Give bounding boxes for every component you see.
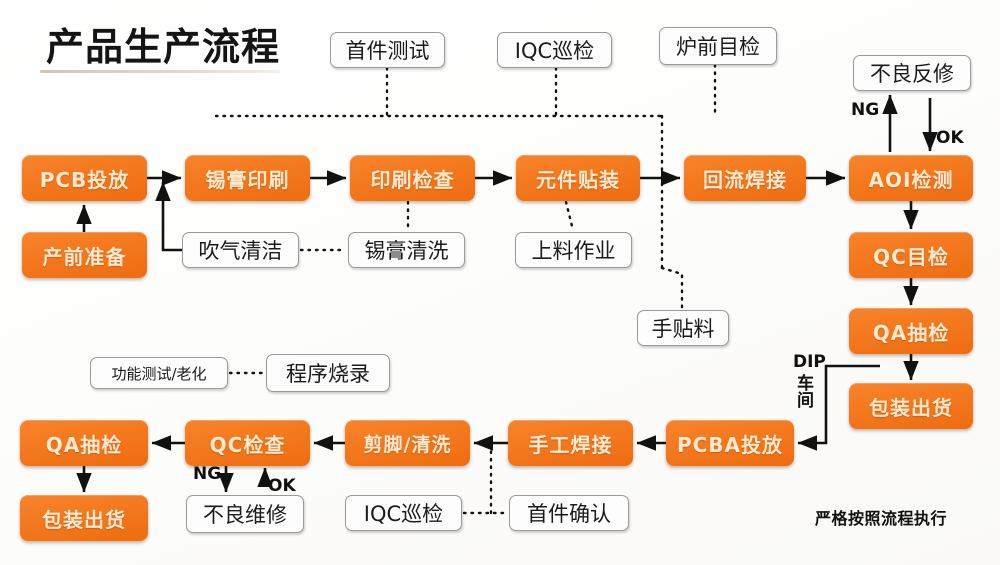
note-box-function-test-burnin[interactable]: 功能测试/老化 [90, 357, 228, 389]
note-box-iqc-patrol-top[interactable]: IQC巡检 [497, 32, 612, 68]
note-box-pre-oven-visual[interactable]: 炉前目检 [659, 27, 777, 65]
note-box-solder-paste-clean[interactable]: 锡膏清洗 [348, 232, 465, 268]
process-box-pcba-input[interactable]: PCBA投放 [666, 420, 794, 466]
process-box-solder-print[interactable]: 锡膏印刷 [185, 155, 310, 201]
page-title: 产品生产流程 [46, 25, 281, 69]
process-box-qc-check[interactable]: QC检查 [185, 420, 310, 466]
title-underline [40, 70, 280, 73]
process-box-manual-solder[interactable]: 手工焊接 [508, 420, 633, 466]
process-box-packing-shipping-dip[interactable]: 包装出货 [20, 495, 148, 541]
edge-label-dip: DIP [793, 352, 826, 372]
process-box-print-inspect[interactable]: 印刷检查 [350, 155, 475, 201]
process-box-lead-cut-clean[interactable]: 剪脚/清洗 [345, 420, 470, 466]
note-box-first-article-confirm[interactable]: 首件确认 [509, 495, 629, 531]
footnote-strict-compliance: 严格按照流程执行 [815, 509, 948, 528]
edge-label-ng-qc: NG [193, 464, 222, 484]
process-box-component-mount[interactable]: 元件贴装 [516, 155, 640, 201]
process-box-pcb-input[interactable]: PCB投放 [22, 155, 147, 201]
process-box-qa-sampling-dip[interactable]: QA抽检 [20, 420, 148, 466]
edge-label-ng-aoi: NG [851, 100, 880, 120]
process-box-reflow-solder[interactable]: 回流焊接 [684, 155, 806, 201]
edge-label-ok-aoi: OK [936, 128, 964, 148]
note-box-program-burn[interactable]: 程序烧录 [266, 354, 390, 392]
note-box-first-article-test[interactable]: 首件测试 [330, 32, 445, 68]
note-box-hand-place-parts[interactable]: 手贴料 [637, 310, 729, 346]
note-box-defect-repair[interactable]: 不良维修 [186, 495, 304, 533]
note-box-air-blow-clean[interactable]: 吹气清洁 [182, 232, 299, 268]
edge-label-dip-workshop: 车间 [797, 374, 814, 412]
process-box-qa-sampling-smt[interactable]: QA抽检 [849, 308, 973, 354]
edge-label-ok-qc: OK [268, 476, 296, 496]
process-box-pre-production[interactable]: 产前准备 [22, 232, 147, 278]
process-box-packing-shipping-smt[interactable]: 包装出货 [849, 383, 973, 429]
process-box-aoi-inspect[interactable]: AOI检测 [849, 155, 973, 201]
process-box-qc-visual[interactable]: QC目检 [849, 232, 973, 278]
note-box-iqc-patrol-bottom[interactable]: IQC巡检 [345, 495, 462, 531]
note-box-defect-rework[interactable]: 不良反修 [853, 55, 971, 91]
note-box-feeding-operation[interactable]: 上料作业 [515, 232, 632, 268]
